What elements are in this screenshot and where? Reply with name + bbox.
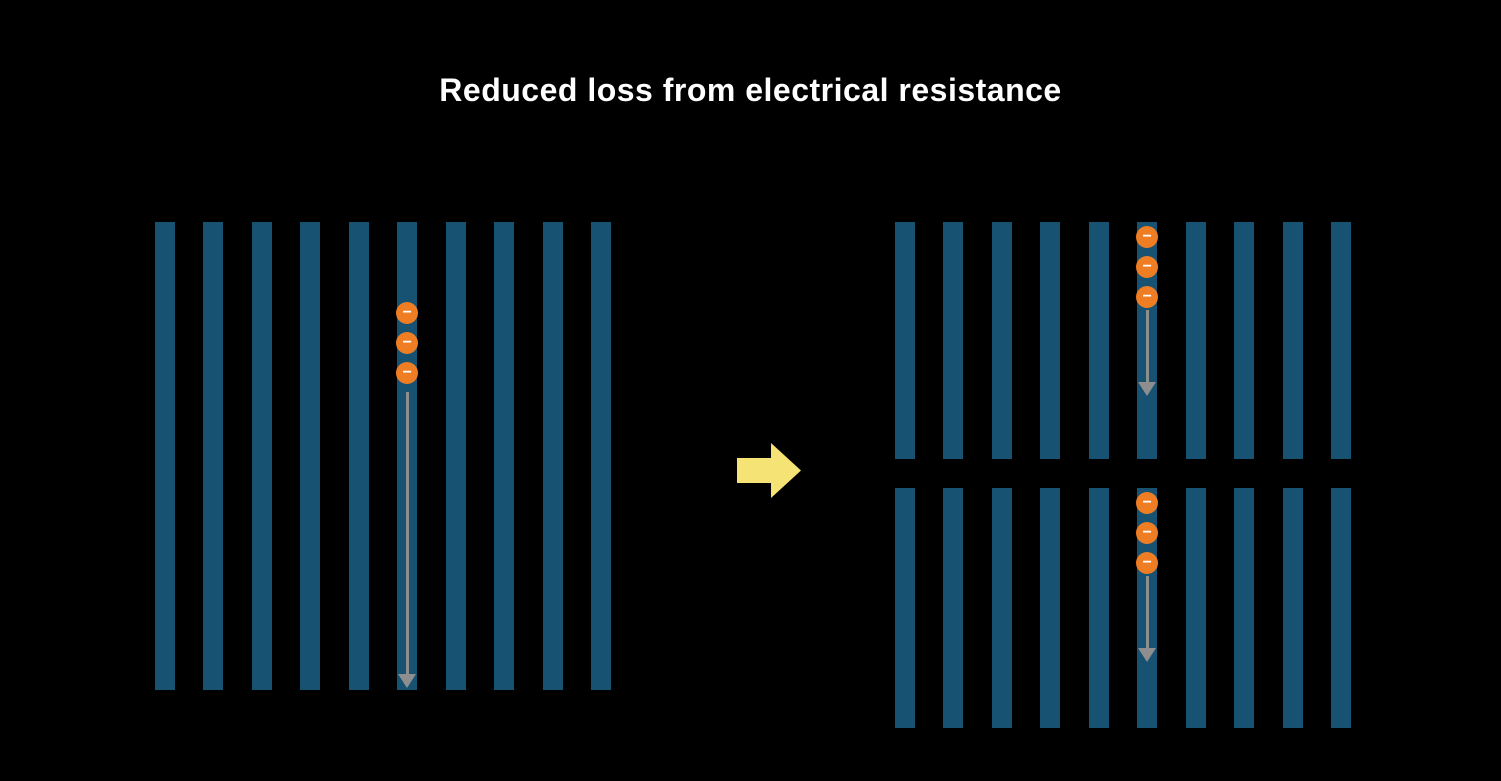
finger-bar <box>895 488 915 728</box>
flow-arrow-head-icon <box>1138 648 1157 662</box>
electron-icon: − <box>396 362 419 384</box>
electron-icon: − <box>1136 552 1159 574</box>
finger-bar <box>1234 488 1255 728</box>
transition-right-arrow-icon <box>737 443 801 498</box>
finger-bar <box>1088 488 1109 728</box>
finger-grid <box>155 222 611 690</box>
electron-icon: − <box>1136 286 1159 308</box>
electron-flow-full: − − − <box>395 222 419 690</box>
flow-arrow-line <box>1145 310 1149 382</box>
finger-bar <box>445 222 466 690</box>
electron-group: − − − <box>1136 226 1159 308</box>
electron-flow-half-bottom: − − − <box>1135 488 1159 728</box>
finger-bar <box>991 488 1012 728</box>
flow-arrow-line <box>405 392 409 674</box>
finger-bar <box>1185 488 1206 728</box>
electron-icon: − <box>1136 226 1159 248</box>
finger-bar <box>943 488 964 728</box>
finger-bar <box>542 222 563 690</box>
finger-bar <box>895 222 915 459</box>
finger-bar <box>943 222 964 459</box>
finger-bar <box>494 222 515 690</box>
right-arrow-svg <box>737 443 801 498</box>
finger-bar <box>1088 222 1109 459</box>
finger-bar <box>203 222 224 690</box>
finger-bar <box>1330 488 1351 728</box>
electron-icon: − <box>396 332 419 354</box>
finger-bar <box>590 222 611 690</box>
finger-bar <box>1282 222 1303 459</box>
finger-bar <box>155 222 175 690</box>
electron-flow-half-top: − − − <box>1135 222 1159 459</box>
finger-bar <box>300 222 321 690</box>
finger-bar <box>251 222 272 690</box>
electron-icon: − <box>1136 492 1159 514</box>
finger-grid <box>895 488 1351 728</box>
electron-group: − − − <box>1136 492 1159 574</box>
flow-arrow-head-icon <box>1138 382 1157 396</box>
finger-bar <box>1040 488 1061 728</box>
finger-bar <box>1234 222 1255 459</box>
full-cell-panel: − − − <box>155 222 611 690</box>
electron-group: − − − <box>396 302 419 384</box>
finger-bar <box>348 222 369 690</box>
electron-icon: − <box>396 302 419 324</box>
half-cell-bottom-panel: − − − <box>895 488 1351 728</box>
finger-grid <box>895 222 1351 459</box>
finger-bar <box>991 222 1012 459</box>
electron-icon: − <box>1136 522 1159 544</box>
half-cell-top-panel: − − − <box>895 222 1351 459</box>
flow-arrow-line <box>1145 576 1149 648</box>
finger-bar <box>1185 222 1206 459</box>
finger-bar <box>1330 222 1351 459</box>
diagram-title: Reduced loss from electrical resistance <box>439 72 1062 108</box>
finger-bar <box>1040 222 1061 459</box>
flow-arrow-head-icon <box>398 674 417 688</box>
finger-bar <box>1282 488 1303 728</box>
electron-icon: − <box>1136 256 1159 278</box>
